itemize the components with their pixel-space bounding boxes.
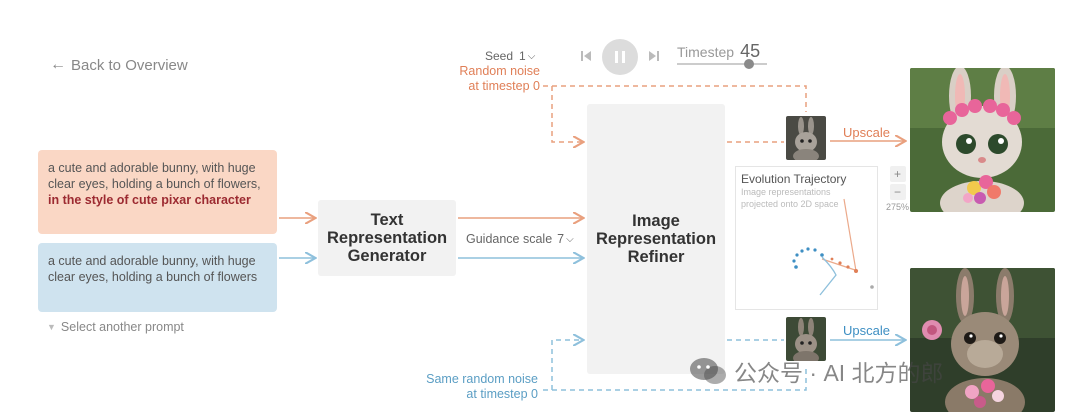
timestep-value: 45 [740,41,761,61]
upscale-button-bottom[interactable]: Upscale [843,323,890,338]
same-random-noise-label: Same random noise at timestep 0 [426,372,538,401]
back-to-overview-link[interactable]: ← Back to Overview [50,56,188,74]
prompt-card-plain[interactable]: a cute and adorable bunny, with huge cle… [38,243,277,312]
select-prompt-label: Select another prompt [60,320,184,334]
guidance-scale-control: Guidance scale 7 ⌵ [463,232,577,246]
chevron-down-icon: ⌵ [527,50,536,62]
seed-value: 1 [519,49,526,63]
zoom-in-button[interactable]: + [889,166,906,182]
image-representation-refiner: Image Representation Refiner [587,104,725,374]
zoom-level: 275% [886,202,910,212]
prompt-text: a cute and adorable bunny, with huge cle… [48,254,258,284]
output-image-realistic-bunny [910,268,1055,412]
prompt-style-highlight: in the style of cute pixar character [48,193,251,207]
skip-previous-icon[interactable] [580,50,592,65]
zoom-out-button[interactable]: − [889,184,906,200]
random-noise-label: Random noise at timestep 0 [459,64,540,93]
text-generator-label: Text Representation Generator [327,211,448,265]
back-label: Back to Overview [71,56,188,74]
triangle-down-icon: ▼ [47,322,56,332]
seed-select[interactable]: 1 ⌵ [519,49,535,63]
timestep-label: Timestep [677,44,735,60]
trajectory-plot [792,198,874,296]
evolution-subtitle: Image representations projected onto 2D … [741,187,839,209]
guidance-value: 7 [557,232,565,246]
prompt-text: a cute and adorable bunny, with huge cle… [48,161,261,191]
pause-button[interactable] [602,39,638,75]
image-refiner-label: Image Representation Refiner [595,212,717,266]
wechat-icon [690,358,726,384]
output-image-pixar-bunny [910,68,1055,212]
watermark-text: 公众号 · AI 北方的郎 [734,360,944,386]
playback-controls [580,39,660,75]
evolution-title: Evolution Trajectory [741,172,847,186]
guidance-select[interactable]: 7 ⌵ [557,232,574,246]
prompt-card-styled[interactable]: a cute and adorable bunny, with huge cle… [38,150,277,234]
slider-handle[interactable] [744,59,754,69]
text-representation-generator: Text Representation Generator [318,200,456,276]
timestep-slider[interactable] [677,59,767,69]
seed-control: Seed 1 ⌵ [485,49,535,63]
pause-icon [615,51,618,63]
preview-thumbnail-plain [786,317,826,361]
upscale-button-top[interactable]: Upscale [843,125,890,140]
seed-label: Seed [485,49,514,63]
select-another-prompt-button[interactable]: ▼ Select another prompt [47,320,184,334]
chevron-down-icon: ⌵ [566,233,574,245]
watermark: 公众号 · AI 北方的郎 [688,354,944,388]
zoom-controls: + − 275% [886,166,909,212]
guidance-label: Guidance scale [466,232,553,246]
preview-thumbnail-styled [786,116,826,160]
skip-next-icon[interactable] [648,50,660,65]
evolution-trajectory-panel[interactable]: Evolution Trajectory Image representatio… [735,166,878,310]
arrow-left-icon: ← [50,56,66,73]
timestep-display: Timestep 45 [677,41,760,62]
